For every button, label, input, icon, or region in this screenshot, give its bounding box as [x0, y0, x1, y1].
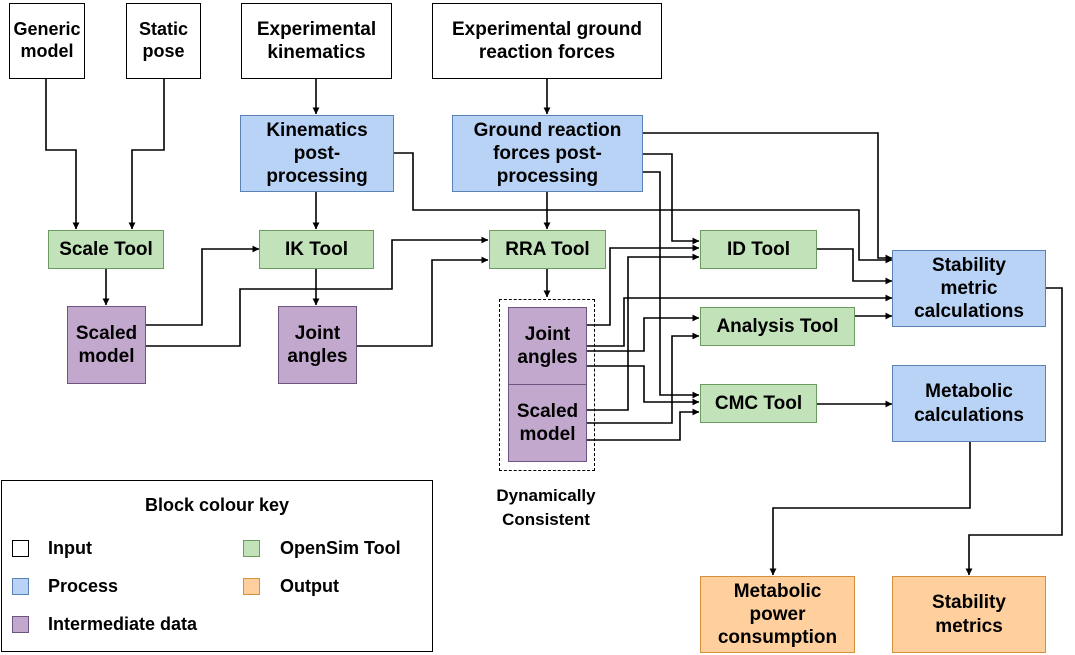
dynamically-consistent-group: [499, 299, 595, 471]
analysis-tool-box: Analysis Tool: [700, 307, 855, 346]
experimental-kinematics-box: Experimental kinematics: [241, 3, 392, 79]
legend-label-process: Process: [48, 576, 119, 596]
metabolic-power-consumption-box: Metabolic power consumption: [700, 576, 855, 653]
legend-swatch-process: [12, 578, 29, 595]
arrow-stability-to-metrics: [965, 287, 1063, 576]
arrow-scaledmodel2-to-analysis: [587, 332, 700, 424]
joint-angles-box: Joint angles: [278, 306, 357, 384]
ik-tool-box: IK Tool: [259, 230, 374, 269]
arrow-jointangles2-to-stability: [587, 294, 893, 347]
metabolic-calculations-box: Metabolic calculations: [892, 365, 1046, 442]
rra-tool-box: RRA Tool: [489, 230, 606, 269]
arrow-scaledmodel2-to-cmc: [587, 408, 700, 441]
colour-key-legend: Block colour key Input OpenSim Tool Proc…: [1, 480, 433, 652]
legend-label-intermediate: Intermediate data: [48, 614, 198, 634]
static-pose-box: Static pose: [126, 3, 201, 79]
arrow-scaledmodel-to-rra: [146, 236, 489, 347]
generic-model-box: Generic model: [9, 3, 85, 79]
kinematics-post-processing-box: Kinematics post- processing: [240, 115, 394, 192]
stability-metric-calculations-box: Stability metric calculations: [892, 250, 1046, 327]
arrow-jointangles2-to-cmc: [587, 365, 700, 406]
arrow-kinpost-to-stability: [394, 152, 893, 264]
legend-swatch-output: [243, 578, 260, 595]
arrow-scaledmodel2-to-id: [587, 253, 700, 411]
arrow-metabolic-to-power: [769, 441, 971, 576]
rra-scaled-model-box: Scaled model: [508, 384, 587, 462]
scale-tool-box: Scale Tool: [48, 230, 164, 269]
arrow-grfpost-to-stability: [643, 132, 893, 262]
grf-post-processing-box: Ground reaction forces post- processing: [452, 115, 643, 192]
legend-title: Block colour key: [144, 495, 290, 515]
legend-label-opensim-tool: OpenSim Tool: [280, 538, 401, 558]
arrow-static-to-scale: [128, 78, 165, 230]
legend-label-input: Input: [48, 538, 92, 558]
arrow-grfpost-to-cmc: [643, 171, 700, 399]
scaled-model-box: Scaled model: [67, 306, 146, 384]
legend-label-output: Output: [280, 576, 339, 596]
arrow-jointangles2-to-analysis: [587, 314, 700, 352]
dynamically-consistent-caption: Dynamically Consistent: [496, 486, 596, 529]
cmc-tool-box: CMC Tool: [700, 384, 817, 423]
legend-swatch-input: [12, 540, 29, 557]
arrow-jointangles-to-rra: [357, 256, 489, 347]
stability-metrics-box: Stability metrics: [892, 576, 1046, 653]
id-tool-box: ID Tool: [700, 230, 817, 269]
arrow-id-to-stability: [817, 248, 893, 285]
rra-joint-angles-box: Joint angles: [508, 307, 587, 385]
legend-swatch-opensim-tool: [243, 540, 260, 557]
experimental-grf-box: Experimental ground reaction forces: [432, 3, 662, 79]
arrow-scaledmodel-to-ik: [146, 245, 260, 326]
arrow-generic-to-scale: [45, 78, 80, 230]
legend-swatch-intermediate: [12, 616, 29, 633]
arrow-grfpost-to-id: [643, 153, 700, 245]
arrow-jointangles2-to-id: [587, 244, 700, 326]
